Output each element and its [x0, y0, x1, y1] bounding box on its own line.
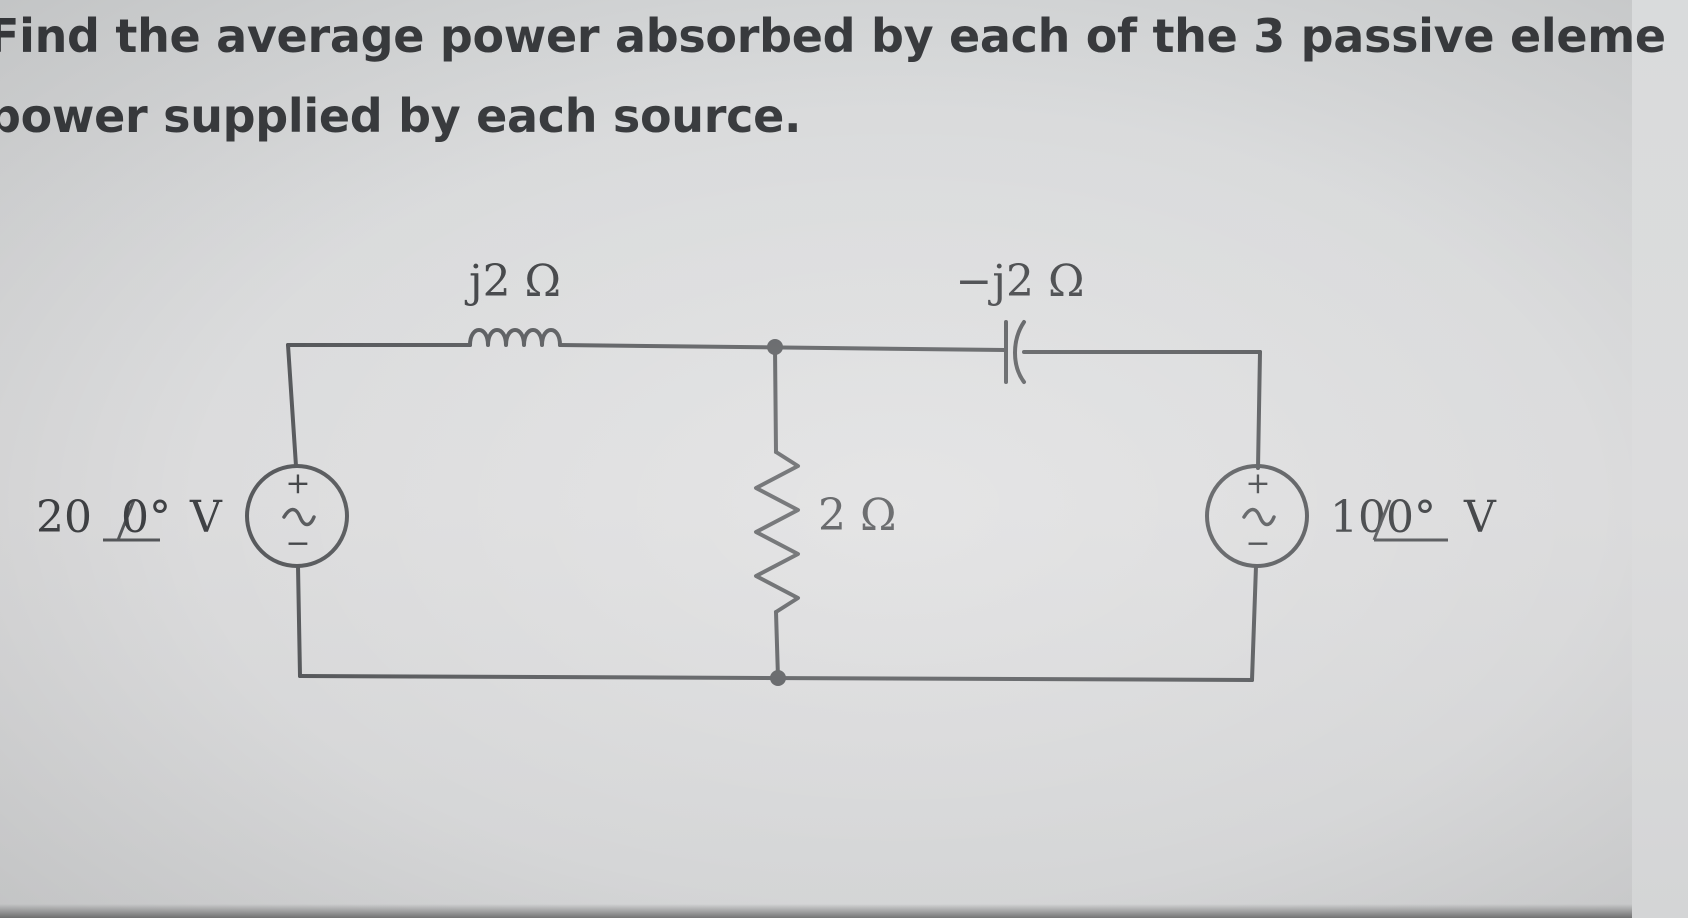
right-source-circle — [1205, 464, 1309, 568]
resistor-label: 2 Ω — [818, 490, 896, 541]
capacitor-label: −j2 Ω — [956, 256, 1085, 307]
wire-right-lower — [1250, 564, 1258, 682]
right-source-tilde — [1242, 507, 1276, 527]
capacitor-plate-right — [1013, 320, 1026, 384]
right-source-angle: 0° — [1386, 492, 1436, 543]
left-source-plus: + — [285, 466, 310, 501]
problem-line-1: Find the average power absorbed by each … — [0, 9, 1666, 63]
right-source-minus: − — [1245, 526, 1270, 561]
junction-bottom — [770, 670, 786, 686]
left-source-circle — [245, 464, 349, 568]
right-source-angle-symbol — [1372, 499, 1448, 542]
left-source-magnitude: 20 — [36, 492, 92, 543]
wire-right-upper — [1256, 350, 1262, 470]
right-source-magnitude: 10 — [1330, 492, 1386, 543]
left-source-minus: − — [285, 526, 310, 561]
left-source-angle: 0° — [121, 492, 171, 543]
circuit-diagram: + − + − j2 Ω −j2 Ω 2 Ω 20 0° V 10 0° V — [36, 256, 1497, 686]
problem-line-2: power supplied by each source. — [0, 89, 802, 143]
inductor-label: j2 Ω — [464, 256, 561, 307]
junction-top — [767, 339, 783, 355]
inductor-coil — [468, 328, 562, 347]
wire-left-lower — [296, 564, 302, 678]
wire-middle-upper — [773, 345, 778, 454]
right-source-plus: + — [1245, 466, 1270, 501]
left-source-tilde — [282, 507, 316, 527]
left-source-angle-symbol — [103, 499, 160, 542]
problem-statement: Find the average power absorbed by each … — [0, 0, 1688, 158]
right-source-unit: V — [1463, 492, 1497, 543]
resistor-zigzag — [754, 450, 800, 614]
left-source-unit: V — [189, 492, 223, 543]
photo-bottom-edge — [0, 904, 1632, 918]
wire-left-upper — [286, 343, 298, 468]
wire-middle-lower — [774, 610, 780, 680]
